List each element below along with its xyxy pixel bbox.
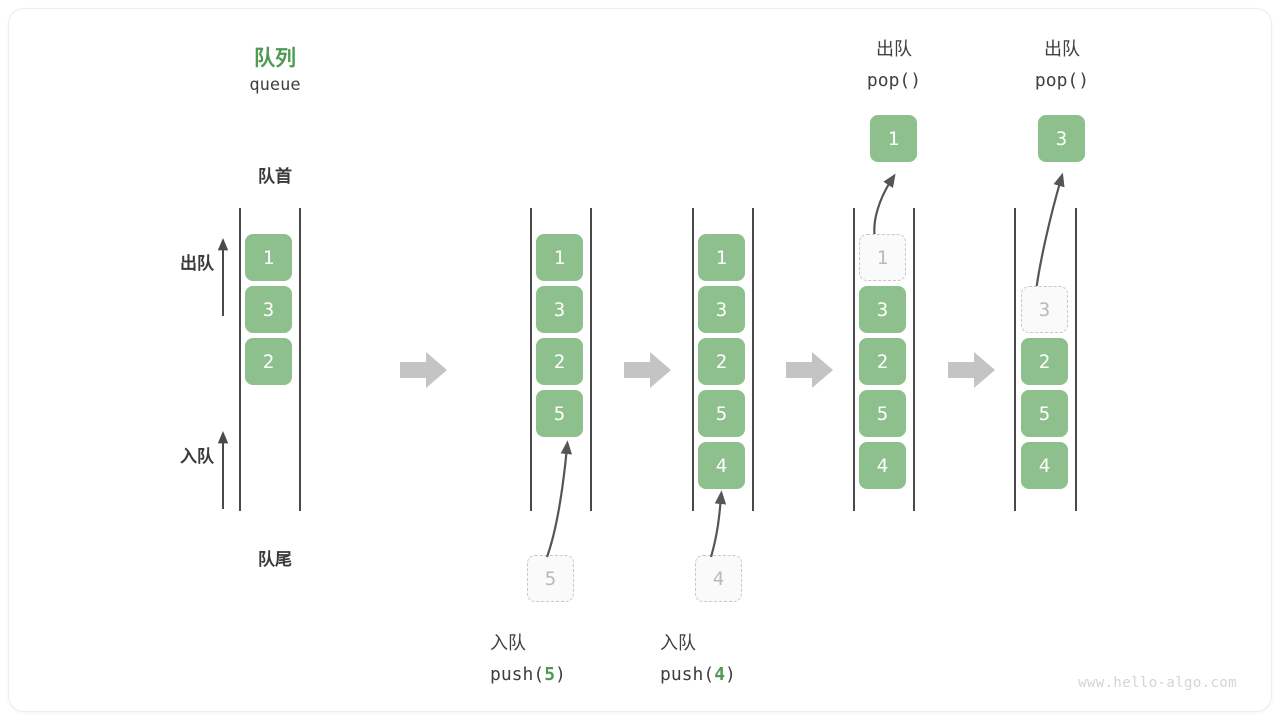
step-arrow-icon <box>624 352 671 388</box>
pop-arrow-col4 <box>873 173 896 240</box>
queue-box: 1 <box>245 234 292 281</box>
queue-box: 3 <box>698 286 745 333</box>
push-caption-cn-col2: 入队 <box>490 633 526 653</box>
diagram-stage: 队列 queue 队首 队尾 出队 入队 1 3 2 <box>9 9 1271 711</box>
rail-right-col3 <box>752 208 754 511</box>
queue-box: 2 <box>245 338 292 385</box>
queue-box: 4 <box>859 442 906 489</box>
rear-label: 队尾 <box>258 550 292 569</box>
pop-header-cn-col4: 出队 <box>876 39 912 59</box>
rail-left-col1 <box>239 208 241 511</box>
push-caption-code-col3: push(4) <box>660 664 820 685</box>
push-code-prefix: push( <box>490 664 545 685</box>
front-label: 队首 <box>258 167 292 186</box>
queue-box: 5 <box>859 390 906 437</box>
dequeue-side-label: 出队 <box>180 254 214 273</box>
push-arrow-col2 <box>545 440 573 558</box>
rail-right-col5 <box>1075 208 1077 511</box>
rail-right-col1 <box>299 208 301 511</box>
popped-box: 1 <box>870 115 917 162</box>
diagram-title-en: queue <box>249 75 301 95</box>
queue-box: 5 <box>1021 390 1068 437</box>
dequeue-up-arrow <box>217 238 229 316</box>
rail-left-col5 <box>1014 208 1016 511</box>
queue-box: 2 <box>698 338 745 385</box>
watermark: www.hello-algo.com <box>1078 675 1237 691</box>
queue-box: 3 <box>859 286 906 333</box>
step-arrow-icon <box>948 352 995 388</box>
step-arrow-icon <box>400 352 447 388</box>
push-caption-cn-col3: 入队 <box>660 633 696 653</box>
queue-box: 1 <box>536 234 583 281</box>
queue-box: 4 <box>698 442 745 489</box>
push-code-prefix: push( <box>660 664 715 685</box>
push-code-arg: 5 <box>544 664 556 685</box>
queue-box: 1 <box>698 234 745 281</box>
step-arrow-icon <box>786 352 833 388</box>
queue-box: 3 <box>245 286 292 333</box>
queue-box: 5 <box>698 390 745 437</box>
rail-right-col4 <box>913 208 915 511</box>
rail-left-col2 <box>530 208 532 511</box>
incoming-ghost-box: 4 <box>695 555 742 602</box>
push-caption-code-col2: push(5) <box>490 664 650 685</box>
queue-box: 2 <box>536 338 583 385</box>
rail-right-col2 <box>590 208 592 511</box>
push-code-suffix: ) <box>725 664 736 685</box>
queue-box: 3 <box>536 286 583 333</box>
enqueue-up-arrow <box>217 431 229 509</box>
pop-header-code-col5: pop() <box>1034 70 1090 91</box>
diagram-title-cn: 队列 <box>254 47 296 70</box>
push-code-suffix: ) <box>555 664 566 685</box>
push-arrow-col3 <box>709 490 727 558</box>
queue-box: 5 <box>536 390 583 437</box>
rail-left-col3 <box>692 208 694 511</box>
queue-box: 2 <box>1021 338 1068 385</box>
queue-box-ghost: 1 <box>859 234 906 281</box>
incoming-ghost-box: 5 <box>527 555 574 602</box>
push-code-arg: 4 <box>714 664 726 685</box>
pop-header-code-col4: pop() <box>866 70 922 91</box>
popped-box: 3 <box>1038 115 1085 162</box>
diagram-card: 队列 queue 队首 队尾 出队 入队 1 3 2 <box>8 8 1272 712</box>
enqueue-side-label: 入队 <box>180 447 214 466</box>
queue-box: 2 <box>859 338 906 385</box>
queue-box: 4 <box>1021 442 1068 489</box>
queue-box-ghost: 3 <box>1021 286 1068 333</box>
pop-header-cn-col5: 出队 <box>1044 39 1080 59</box>
pop-arrow-col5 <box>1034 172 1065 292</box>
rail-left-col4 <box>853 208 855 511</box>
